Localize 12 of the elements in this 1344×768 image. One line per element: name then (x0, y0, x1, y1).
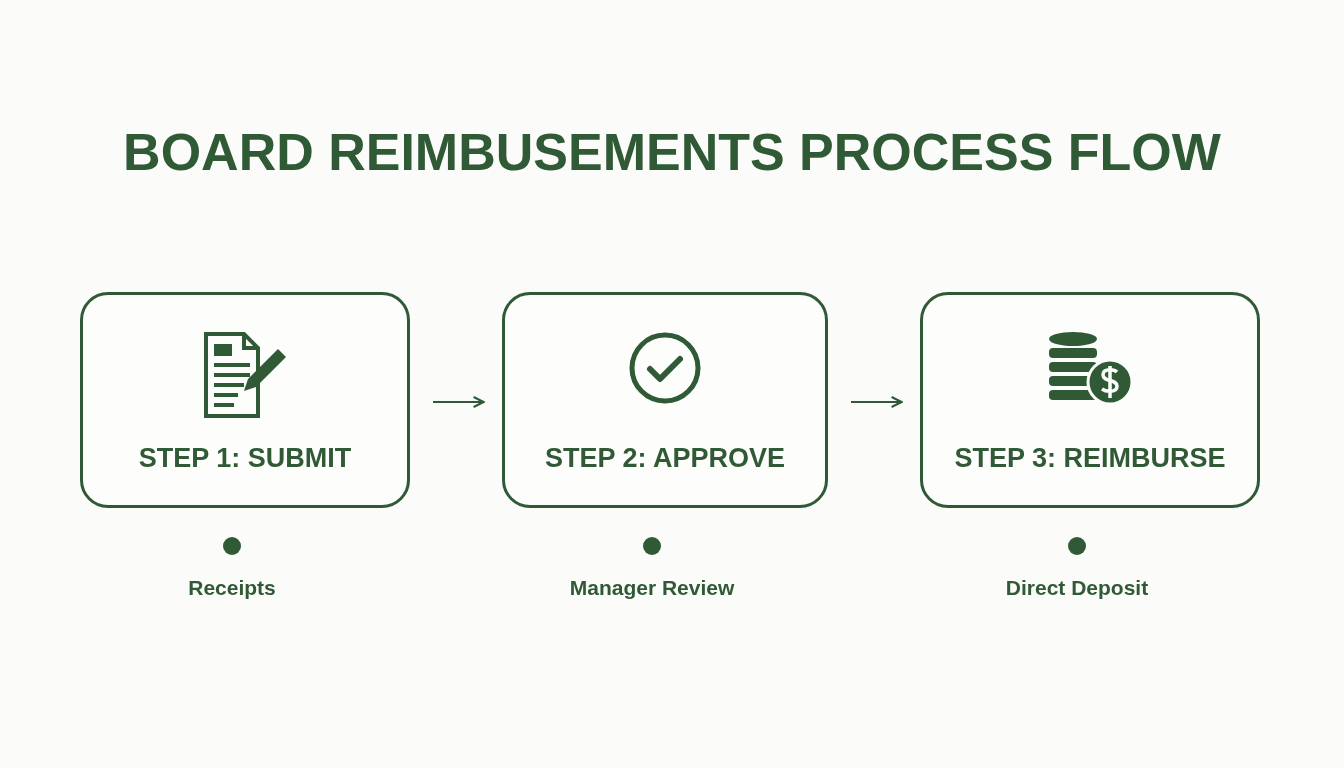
step-card (502, 292, 828, 508)
node-label: Manager Review (568, 576, 736, 600)
title: BOARD REIMBUSEMENTS PROCESS FLOW (122, 122, 1222, 182)
step-card (920, 292, 1260, 508)
step-card (80, 292, 410, 508)
arrow (850, 396, 903, 408)
node-label: Receipts (187, 576, 277, 600)
step-label: STEP 3: REIMBURSE (953, 443, 1227, 474)
step-label: STEP 2: APPROVE (543, 443, 787, 474)
arrow (432, 396, 485, 408)
step-label: STEP 1: SUBMIT (137, 443, 353, 474)
node-label: Direct Deposit (1004, 576, 1150, 600)
